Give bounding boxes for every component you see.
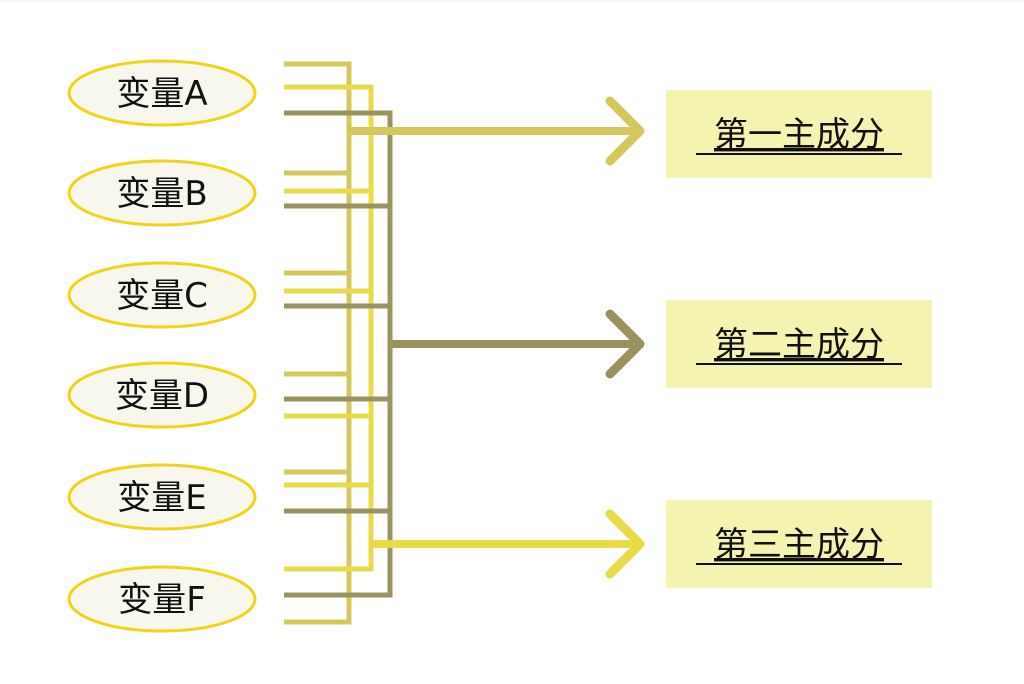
arrow-head-icon: [605, 96, 645, 166]
variable-label: 变量D: [115, 376, 209, 416]
variable-ellipse: [67, 159, 257, 227]
component-label[interactable]: 第一主成分: [714, 115, 884, 155]
component-box-bg: [666, 500, 932, 588]
variable-node-e: 变量E: [67, 463, 257, 531]
variable-node-b: 变量B: [67, 159, 257, 227]
arrow-head-icon: [605, 309, 645, 379]
variable-node-a: 变量A: [67, 59, 257, 127]
variable-label: 变量C: [116, 276, 208, 316]
variable-label: 变量F: [118, 580, 206, 620]
component-label[interactable]: 第二主成分: [714, 325, 884, 365]
component-box-bg: [666, 90, 932, 178]
arrow-head-icon: [605, 509, 645, 579]
variable-ellipse: [67, 565, 257, 633]
variable-ellipse: [67, 59, 257, 127]
variable-node-f: 变量F: [67, 565, 257, 633]
variable-node-c: 变量C: [67, 261, 257, 329]
variable-label: 变量B: [116, 174, 207, 214]
variable-label: 变量A: [116, 74, 207, 114]
component-box-pc3[interactable]: 第三主成分: [666, 500, 932, 588]
variable-label: 变量E: [117, 478, 206, 518]
component-box-bg: [666, 300, 932, 388]
component-arrows: [349, 96, 645, 579]
variable-node-d: 变量D: [67, 361, 257, 429]
component-label[interactable]: 第三主成分: [714, 525, 884, 565]
top-border: [0, 0, 1024, 2]
component-box-pc2[interactable]: 第二主成分: [666, 300, 932, 388]
component-box-pc1[interactable]: 第一主成分: [666, 90, 932, 178]
arrow-pc3: [371, 509, 645, 579]
variable-nodes: 变量A 变量B 变量C 变量D 变量E 变量F: [67, 59, 257, 633]
arrow-pc1: [349, 96, 645, 166]
connection-lines: [284, 61, 393, 625]
arrow-pc2: [390, 309, 645, 379]
variable-ellipse: [67, 261, 257, 329]
variable-ellipse: [67, 361, 257, 429]
variable-ellipse: [67, 463, 257, 531]
